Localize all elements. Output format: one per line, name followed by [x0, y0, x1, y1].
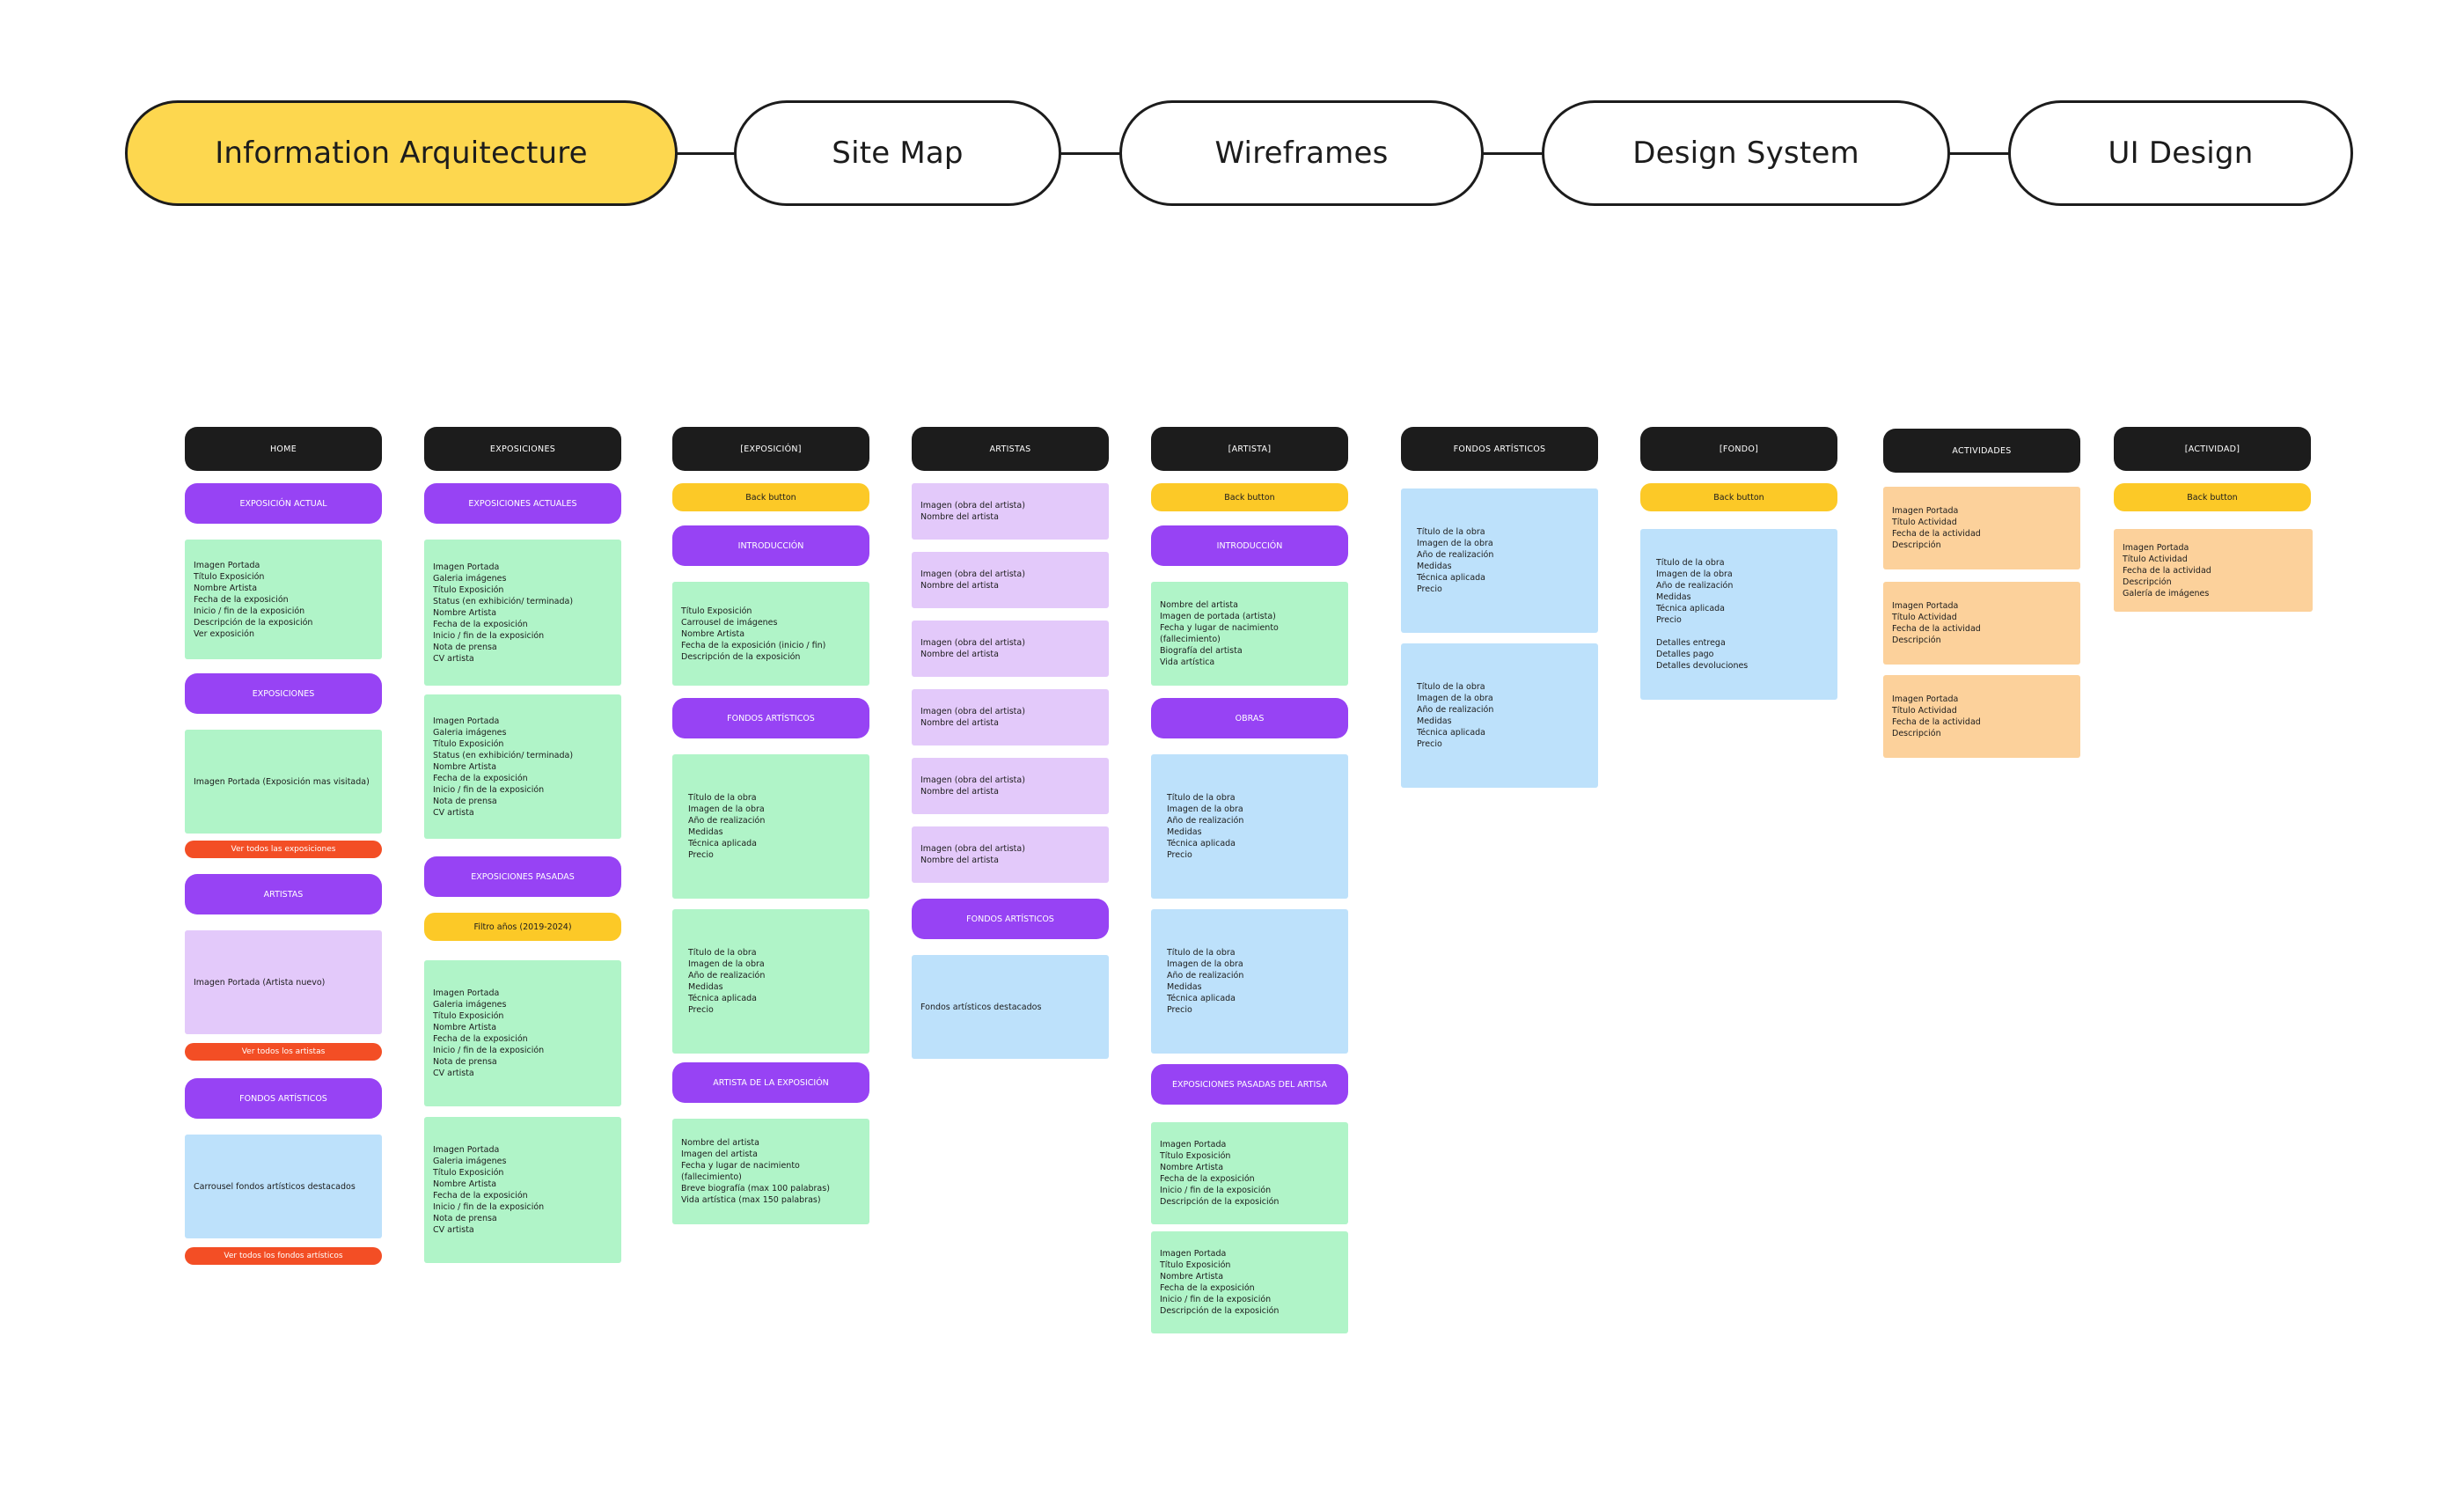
header-fondo[interactable]: [FONDO]	[1640, 427, 1837, 471]
card-fondo-detail: Título de la obra Imagen de la obra Año …	[1640, 529, 1837, 700]
back-button[interactable]: Back button	[672, 483, 869, 511]
header-artista[interactable]: [ARTISTA]	[1151, 427, 1348, 471]
section-exposicion-actual[interactable]: EXPOSICIÓN ACTUAL	[185, 483, 382, 524]
card-fondos-destacados: Fondos artísticos destacados	[912, 955, 1109, 1059]
card-artista: Imagen (obra del artista) Nombre del art…	[912, 758, 1109, 814]
card-artista: Imagen (obra del artista) Nombre del art…	[912, 483, 1109, 540]
card-obra: Título de la obra Imagen de la obra Año …	[672, 909, 869, 1054]
card-obra: Título de la obra Imagen de la obra Año …	[672, 754, 869, 899]
section-fondos-artisticos[interactable]: FONDOS ARTÍSTICOS	[672, 698, 869, 738]
card-exposicion-pasada: Imagen Portada Título Exposición Nombre …	[1151, 1122, 1348, 1224]
card-exposicion-pasada: Imagen Portada Galeria imágenes Título E…	[424, 960, 621, 1106]
card-exposicion-pasada: Imagen Portada Título Exposición Nombre …	[1151, 1231, 1348, 1333]
back-button[interactable]: Back button	[1151, 483, 1348, 511]
card-fondos: Carrousel fondos artísticos destacados	[185, 1135, 382, 1238]
card-obra: Título de la obra Imagen de la obra Año …	[1151, 754, 1348, 899]
ver-exposiciones-button[interactable]: Ver todos las exposiciones	[185, 841, 382, 858]
header-actividades[interactable]: ACTIVIDADES	[1883, 429, 2080, 473]
section-exposiciones[interactable]: EXPOSICIONES	[185, 673, 382, 714]
card-artista: Imagen (obra del artista) Nombre del art…	[912, 689, 1109, 746]
section-artistas[interactable]: ARTISTAS	[185, 874, 382, 914]
step-connector	[1060, 152, 1121, 155]
step-connector	[1482, 152, 1544, 155]
card-introduccion: Nombre del artista Imagen de portada (ar…	[1151, 582, 1348, 686]
card-actividad: Imagen Portada Título Actividad Fecha de…	[1883, 487, 2080, 569]
card-exposiciones: Imagen Portada (Exposición mas visitada)	[185, 730, 382, 834]
ver-fondos-button[interactable]: Ver todos los fondos artísticos	[185, 1247, 382, 1265]
section-introduccion[interactable]: INTRODUCCIÓN	[1151, 525, 1348, 566]
back-button[interactable]: Back button	[1640, 483, 1837, 511]
card-exposicion-pasada: Imagen Portada Galeria imágenes Título E…	[424, 1117, 621, 1263]
card-exposicion-actual: Imagen Portada Título Exposición Nombre …	[185, 540, 382, 659]
filtro-anos-button[interactable]: Filtro años (2019-2024)	[424, 913, 621, 941]
card-artista-exposicion: Nombre del artista Imagen del artista Fe…	[672, 1119, 869, 1224]
back-button[interactable]: Back button	[2114, 483, 2311, 511]
step-site-map[interactable]: Site Map	[734, 100, 1061, 206]
section-exposiciones-pasadas[interactable]: EXPOSICIONES PASADAS	[424, 856, 621, 897]
header-fondos[interactable]: FONDOS ARTÍSTICOS	[1401, 427, 1598, 471]
section-introduccion[interactable]: INTRODUCCIÓN	[672, 525, 869, 566]
section-exposiciones-actuales[interactable]: EXPOSICIONES ACTUALES	[424, 483, 621, 524]
section-artista-exposicion[interactable]: ARTISTA DE LA EXPOSICIÓN	[672, 1062, 869, 1103]
card-actividad: Imagen Portada Título Actividad Fecha de…	[1883, 582, 2080, 665]
card-obra: Título de la obra Imagen de la obra Año …	[1401, 488, 1598, 633]
card-introduccion: Título Exposición Carrousel de imágenes …	[672, 582, 869, 686]
step-ui-design[interactable]: UI Design	[2008, 100, 2353, 206]
step-connector	[676, 152, 736, 155]
section-exposiciones-pasadas-artista[interactable]: EXPOSICIONES PASADAS DEL ARTISA	[1151, 1064, 1348, 1105]
header-exposiciones[interactable]: EXPOSICIONES	[424, 427, 621, 471]
section-obras[interactable]: OBRAS	[1151, 698, 1348, 738]
step-connector	[1948, 152, 2010, 155]
ver-artistas-button[interactable]: Ver todos los artistas	[185, 1043, 382, 1061]
card-obra: Título de la obra Imagen de la obra Año …	[1151, 909, 1348, 1054]
step-design-system[interactable]: Design System	[1542, 100, 1950, 206]
card-obra: Título de la obra Imagen de la obra Año …	[1401, 643, 1598, 788]
header-artistas[interactable]: ARTISTAS	[912, 427, 1109, 471]
card-artistas: Imagen Portada (Artista nuevo)	[185, 930, 382, 1034]
card-artista: Imagen (obra del artista) Nombre del art…	[912, 621, 1109, 677]
section-fondos[interactable]: FONDOS ARTÍSTICOS	[185, 1078, 382, 1119]
card-exposicion-actual: Imagen Portada Galeria imágenes Título E…	[424, 540, 621, 686]
card-actividad: Imagen Portada Título Actividad Fecha de…	[1883, 675, 2080, 758]
card-exposicion-actual: Imagen Portada Galeria imágenes Título E…	[424, 694, 621, 839]
header-home[interactable]: HOME	[185, 427, 382, 471]
step-wireframes[interactable]: Wireframes	[1119, 100, 1484, 206]
card-artista: Imagen (obra del artista) Nombre del art…	[912, 826, 1109, 883]
process-stepper: Information Arquitecture Site Map Wirefr…	[0, 0, 2464, 229]
step-information-architecture[interactable]: Information Arquitecture	[125, 100, 678, 206]
card-artista: Imagen (obra del artista) Nombre del art…	[912, 552, 1109, 608]
card-actividad-detail: Imagen Portada Título Actividad Fecha de…	[2114, 529, 2313, 612]
header-exposicion[interactable]: [EXPOSICIÓN]	[672, 427, 869, 471]
section-fondos-artisticos[interactable]: FONDOS ARTÍSTICOS	[912, 899, 1109, 939]
header-actividad[interactable]: [ACTIVIDAD]	[2114, 427, 2311, 471]
